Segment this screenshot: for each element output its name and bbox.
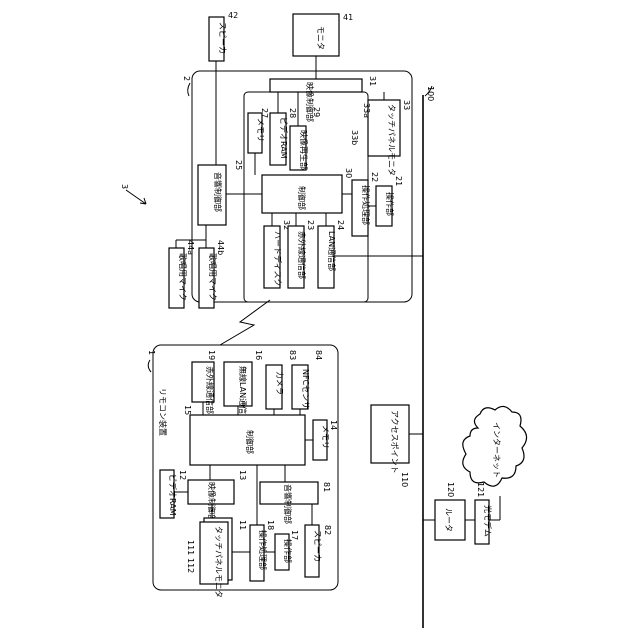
r-ir-comm-ref: 19: [207, 350, 216, 360]
modem-label: 光モデム: [483, 505, 493, 537]
video-control-ref: 31: [368, 76, 377, 86]
r-touch-panel-ref: 111: [186, 540, 195, 555]
d2-video-playback-label: 映像再生部: [299, 130, 309, 170]
d2-video-playback-ref: 29: [312, 107, 321, 117]
modem-ref: 121: [476, 482, 485, 497]
mic-a-ref: 44a: [186, 240, 195, 255]
touch-panel-ref: 33: [402, 100, 411, 110]
touch-panel-label: タッチパネルモニタ: [387, 104, 396, 176]
d2-sound-control-ref: 25: [234, 160, 243, 170]
r-control-label: 制御部: [245, 430, 255, 454]
r-nfc-label: NFCセンサ: [301, 369, 310, 409]
d2-video-ram-ref: 28: [288, 108, 297, 118]
video-control-box: [270, 79, 362, 92]
r-video-ram-ref: 12: [178, 470, 187, 480]
r-operation-ref2: 18: [266, 520, 275, 530]
r-touch-panel-label: タッチパネルモニタ: [214, 526, 223, 598]
mic-a-label: 歌唱用マイク: [178, 253, 188, 301]
r-camera-label: カメラ: [275, 371, 284, 395]
r-memory-label: メモリ: [321, 425, 330, 449]
d2-operation-label: 操作部: [385, 192, 395, 216]
d2-sound-control-label: 音響制御部: [213, 172, 223, 212]
r-operation-label: 操作部: [283, 539, 293, 563]
r-video-control-ref: 13: [238, 470, 247, 480]
touch-panel-ref-a: 33a: [362, 103, 371, 118]
r-op-processing-ref: 11: [238, 520, 247, 530]
access-point-box: [371, 405, 409, 463]
d2-memory-label: メモリ: [256, 118, 265, 142]
r-operation-ref: 17: [290, 530, 299, 540]
d2-control-ref: 30: [344, 168, 353, 178]
monitor-label: モニタ: [316, 26, 325, 50]
r-video-ram-label: ビデオRAM: [168, 474, 178, 516]
d2-ir-comm-ref: 23: [306, 220, 315, 230]
r-wireless-lan-label: 無線LAN通信部: [238, 366, 248, 422]
d2-operation-ref: 21: [394, 176, 403, 186]
mic-b-label: 歌唱用マイク: [208, 253, 218, 301]
d2-ir-comm-label: 赤外線通信部: [297, 231, 307, 279]
r-memory-ref: 14: [329, 420, 338, 430]
r-touch-panel-ref2: 112: [186, 558, 195, 573]
device2-ref: 2: [182, 76, 191, 81]
mic-b-ref: 44b: [216, 240, 225, 255]
speaker-label: スピーカ: [218, 22, 227, 54]
wireless-link: [220, 300, 270, 345]
r-speaker-label: スピーカ: [313, 530, 322, 562]
router-label: ルータ: [444, 508, 453, 532]
d2-lan-comm-label: LAN通信部: [327, 231, 337, 271]
r-ir-comm-label: 赤外線通信部: [205, 366, 215, 414]
remote-ref: 1: [147, 350, 156, 355]
access-point-label: アクセスポイント: [390, 410, 399, 474]
d2-video-ram-label: ビデオRAM: [279, 117, 289, 159]
d2-hard-disk-label: ハードディスク: [273, 231, 283, 286]
monitor-ref: 41: [343, 13, 353, 22]
r-nfc-ref: 84: [314, 350, 323, 360]
system-ref: 3: [120, 184, 129, 189]
internet-label: インターネット: [492, 422, 501, 478]
r-speaker-ref: 82: [323, 525, 332, 535]
d2-memory-ref: 27: [260, 108, 269, 118]
r-sound-control-ref: 81: [322, 482, 331, 492]
r-control-ref: 15: [183, 405, 192, 415]
router-ref: 120: [446, 482, 455, 497]
speaker-ref: 42: [228, 11, 238, 20]
r-op-processing-label: 操作処理部: [258, 530, 268, 570]
d2-lan-comm-ref: 24: [336, 220, 345, 230]
d2-control-label: 制御部: [297, 186, 307, 210]
access-point-ref: 110: [400, 472, 409, 487]
r-camera-ref: 83: [288, 350, 297, 360]
d2-op-processing-label: 操作処理部: [361, 185, 371, 225]
monitor-box: [293, 14, 339, 56]
d2-op-processing-ref: 22: [370, 172, 379, 182]
remote-title: リモコン装置: [158, 388, 168, 436]
r-sound-control-label: 音響制御部: [283, 484, 293, 524]
touch-panel-ref-b: 33b: [350, 130, 359, 145]
r-wireless-lan-ref: 16: [254, 350, 263, 360]
